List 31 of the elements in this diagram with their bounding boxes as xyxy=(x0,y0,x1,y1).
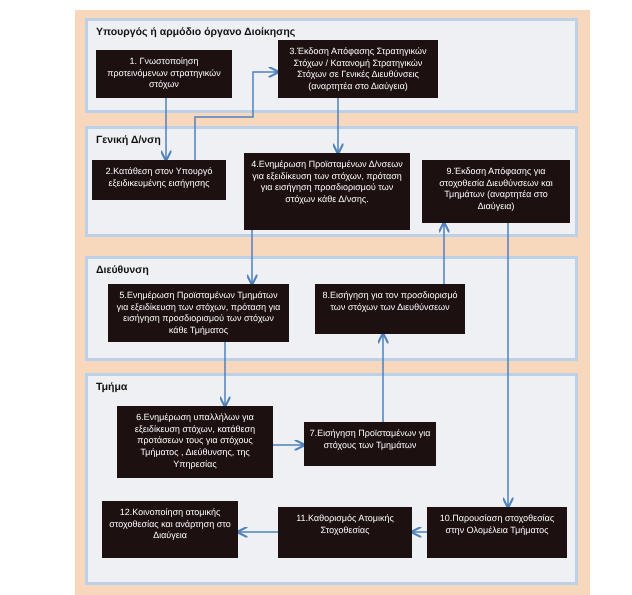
arrow xyxy=(236,526,278,538)
arrow xyxy=(332,98,344,156)
process-box: 2.Κατάθεση στον Υπουργό εξειδικευμένης εισήγησης xyxy=(92,160,226,200)
process-box: 12.Κοινοποίηση ατομικής στοχοθεσίας και ανάρτηση στο Διαύγεια xyxy=(102,501,238,558)
process-box: 8.Εισήγηση για τον προσδιορισμό των στόχων των Διευθύνσεων xyxy=(315,284,465,334)
arrow xyxy=(194,66,280,160)
arrow xyxy=(273,438,306,452)
arrow xyxy=(502,223,514,510)
lane-title: Διεύθυνση xyxy=(96,264,149,276)
process-box: 11.Καθορισμός Ατομικής Στοχοθεσίας xyxy=(278,507,412,558)
swimlane xyxy=(85,18,578,113)
arrow xyxy=(438,220,450,284)
process-box: 7.Εισήγηση Προϊσταμένων για στόχους των Τμημάτων xyxy=(304,422,436,466)
process-box: 9.Έκδοση Απόφασης για στοχοθεσία Διευθύνσεων και Τμημάτων (αναρτητέα στο Διαύγεια) xyxy=(422,160,570,223)
arrow xyxy=(410,526,427,538)
process-box: 10.Παρουσίαση στοχοθεσίας στην Ολομέλεια Τμήματος xyxy=(427,507,567,558)
swimlane xyxy=(85,256,578,361)
swimlane xyxy=(85,126,578,237)
lane-title: Τμήμα xyxy=(96,381,128,393)
lane-title: Υπουργός ή αρμόδιο όργανο Διοίκησης xyxy=(96,26,296,38)
arrow xyxy=(376,332,390,422)
arrow xyxy=(218,342,232,408)
process-box: 4.Ενημέρωση Προϊσταμένων Δ/νσεων για εξειδίκευση των στόχων, πρόταση για εισήγηση προσδιορισμού των στόχων κάθε Δ/νσης. xyxy=(244,153,410,230)
lane-title: Γενική Δ/νση xyxy=(96,134,161,146)
arrow xyxy=(246,230,258,286)
swimlane xyxy=(85,373,578,585)
process-box: 6.Ενημέρωση υπαλλήλων για εξειδίκευση στόχων, κατάθεση προτάσεων τους για στόχους Τμήματος , Διεύθυνσης, της Υπηρεσίας xyxy=(117,406,273,478)
arrow xyxy=(160,98,172,162)
process-box: 1. Γνωστοποίηση προτεινόμενων στρατηγικών στόχων xyxy=(96,50,232,98)
process-box: 3.Έκδοση Απόφασης Στρατηγικών Στόχων / Κατανομή Στρατηγικών Στόχων σε Γενικές Διευθύνσεις (αναρτητέα στο Διαύγεια) xyxy=(278,40,438,98)
process-box: 5.Ενημέρωση Προϊσταμένων Τμημάτων για εξειδίκευση των στόχων, πρόταση για εισήγηση προσδιορισμού των στόχων κάθε Τμήματος xyxy=(108,284,289,342)
